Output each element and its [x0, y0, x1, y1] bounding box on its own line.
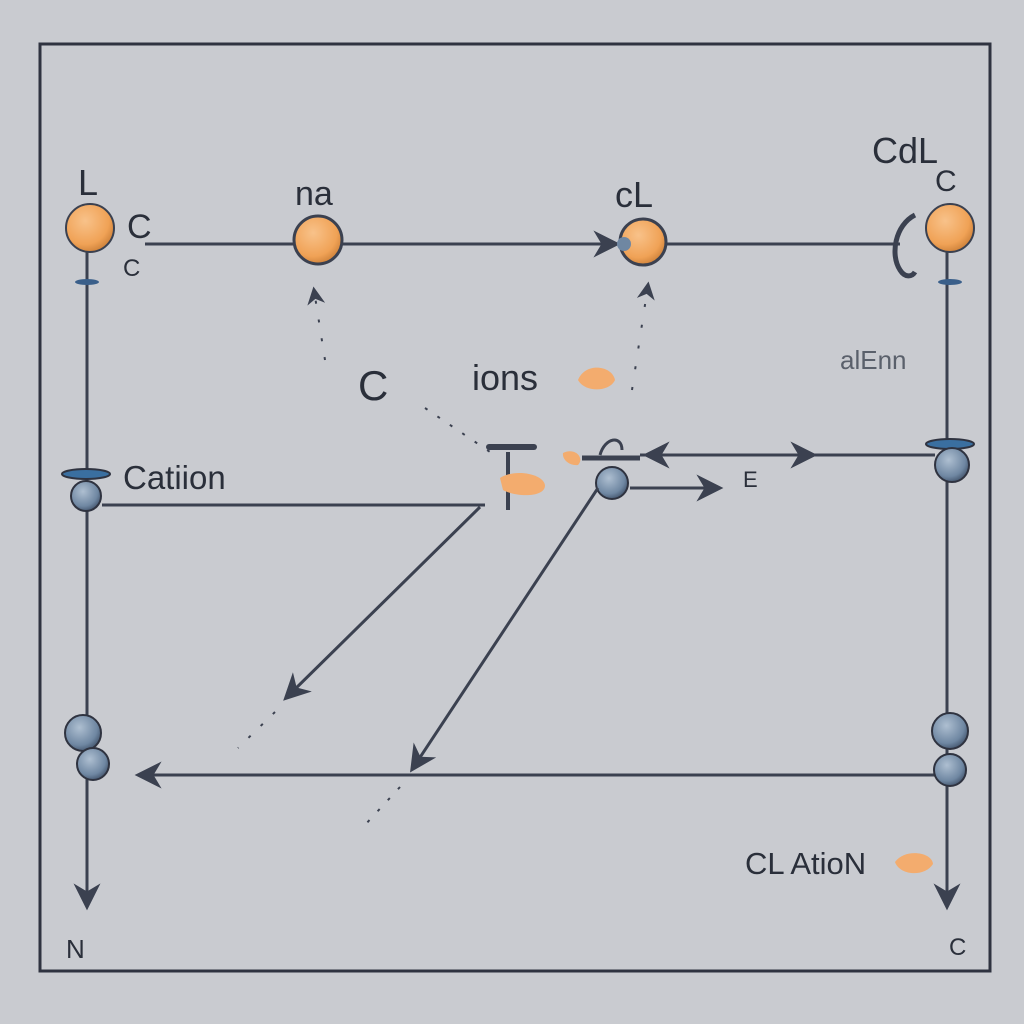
dotted-trail-1 — [237, 711, 276, 749]
node-top-right — [925, 203, 975, 253]
center-right-curl — [598, 438, 624, 456]
label-cl: cL — [615, 174, 654, 215]
label-top-left-c2: C — [123, 255, 141, 282]
label-na: na — [295, 175, 333, 213]
right-top-cap — [938, 279, 962, 285]
node-bottom-left-2 — [76, 747, 110, 781]
label-ions: ions — [472, 357, 539, 398]
node-top-left — [65, 203, 115, 253]
label-cation: Catiion — [123, 459, 226, 496]
cl-ation-orange-blob — [895, 853, 933, 874]
node-left-mid — [70, 480, 102, 512]
left-mid-cap — [61, 468, 111, 480]
diagram-frame — [38, 42, 992, 973]
dotted-trail-2 — [363, 786, 401, 827]
center-orange-small — [562, 451, 581, 466]
label-top-left-l: L — [78, 162, 99, 203]
node-bottom-left-1 — [64, 714, 102, 752]
dotted-arrow-left — [307, 286, 326, 361]
node-center-right — [595, 466, 629, 500]
node-cl-dot — [617, 237, 631, 251]
label-e: E — [743, 467, 758, 492]
label-bottom-right-c: C — [949, 934, 967, 961]
ions-orange-blob — [578, 367, 615, 390]
label-alenn: alEnn — [840, 345, 907, 375]
hook-symbol — [892, 212, 918, 279]
dotted-arrow-right — [631, 281, 655, 391]
dotted-line-center — [424, 407, 491, 453]
node-bottom-right-2 — [933, 753, 967, 787]
diagonal-arrow-1 — [283, 505, 482, 701]
label-top-right-c: C — [935, 165, 957, 198]
node-na — [292, 214, 344, 266]
node-right-mid — [934, 447, 970, 483]
label-center-c: C — [358, 362, 389, 409]
label-cl-ation: CL AtioN — [745, 846, 867, 881]
left-top-cap — [75, 279, 99, 285]
center-orange-blob — [500, 472, 545, 496]
label-top-left-c1: C — [127, 208, 152, 246]
node-bottom-right-1 — [931, 712, 969, 750]
label-bottom-left-n: N — [66, 934, 85, 964]
diagonal-arrow-2 — [410, 487, 600, 773]
label-cdl: CdL — [872, 130, 939, 171]
